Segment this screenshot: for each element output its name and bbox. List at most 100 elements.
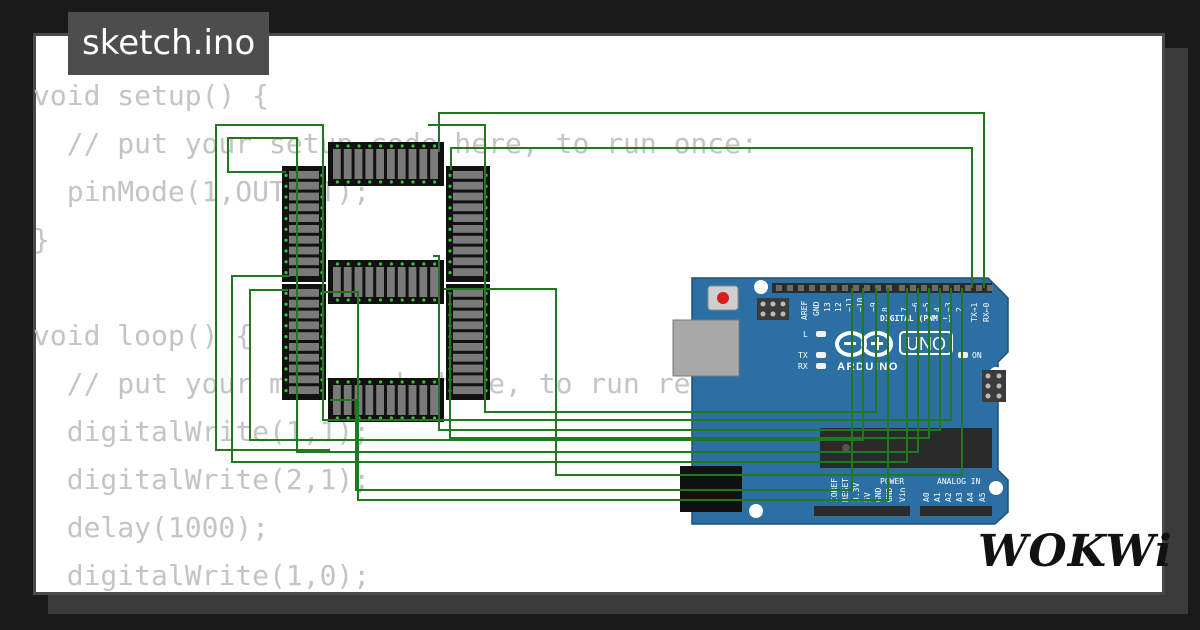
pin-label: 8	[881, 307, 890, 312]
pin-label: A4	[966, 492, 975, 502]
header-pin[interactable]	[987, 285, 993, 291]
header-pin[interactable]	[776, 285, 782, 291]
led-element	[453, 364, 483, 373]
digital-header[interactable]	[772, 283, 992, 293]
led-element	[453, 353, 483, 362]
pin-label: 4	[933, 307, 942, 312]
led-element	[354, 149, 363, 179]
seven-segment-digit	[282, 142, 490, 422]
pin-label: GND	[812, 301, 821, 316]
wire[interactable]	[330, 288, 853, 491]
pin-dot	[284, 291, 288, 295]
pin-dot	[284, 389, 288, 393]
pin-dot	[346, 262, 350, 266]
pin-dot	[400, 144, 404, 148]
arduino-uno-board[interactable]: UNO ARDUINO AREF GND 13 12 ~11 ~10 ~9 8 …	[672, 277, 1009, 525]
chip-notch	[842, 444, 850, 452]
pin-dot	[379, 380, 383, 384]
header-pin[interactable]	[954, 285, 960, 291]
pin-dot	[284, 302, 288, 306]
pin-dot	[335, 298, 339, 302]
pin-label: 13	[823, 302, 832, 312]
led-element	[408, 267, 417, 297]
header-pin[interactable]	[831, 285, 837, 291]
pin-label: ~3	[944, 302, 953, 312]
header-pin[interactable]	[965, 285, 971, 291]
header-pin[interactable]	[932, 285, 938, 291]
pin-label: A2	[944, 492, 953, 502]
wire[interactable]	[215, 124, 952, 451]
header-pin[interactable]	[809, 285, 815, 291]
wire[interactable]	[227, 137, 919, 453]
led-element	[387, 149, 395, 179]
pin-label: AREF	[800, 301, 809, 320]
pin-dot	[411, 298, 415, 302]
led-element	[408, 385, 417, 415]
pin-dot	[422, 180, 426, 184]
led-element	[289, 289, 319, 297]
header-pin[interactable]	[864, 285, 870, 291]
led-element	[365, 149, 374, 179]
pin-dot	[422, 416, 426, 420]
led-element	[289, 257, 319, 266]
pin-dot	[335, 262, 339, 266]
wire[interactable]	[438, 112, 985, 288]
header-pin[interactable]	[976, 285, 982, 291]
pin-dot	[284, 195, 288, 199]
wire[interactable]	[323, 288, 889, 501]
wire[interactable]	[450, 147, 973, 288]
led-element	[453, 203, 483, 212]
wire[interactable]	[231, 275, 908, 463]
tx-led	[816, 352, 826, 358]
led-element	[289, 235, 319, 244]
wire[interactable]	[449, 288, 930, 439]
header-pin[interactable]	[910, 285, 916, 291]
pin-dot	[368, 144, 372, 148]
power-header[interactable]	[814, 506, 910, 516]
code-line: }	[33, 223, 50, 256]
pin-dot	[284, 378, 288, 382]
wire[interactable]	[428, 124, 877, 413]
pin-dot	[389, 262, 393, 266]
pin-dot	[379, 298, 383, 302]
icsp2-header	[982, 370, 1006, 402]
reset-button-cap[interactable]	[717, 292, 729, 304]
sketch-filename-tab[interactable]: sketch.ino	[68, 12, 270, 75]
led-element	[453, 332, 483, 340]
pin-label: RX←0	[982, 303, 991, 322]
header-pin[interactable]	[899, 285, 905, 291]
wire-group	[215, 112, 985, 501]
led-element	[289, 192, 319, 201]
pin-label: TX→1	[970, 303, 979, 322]
pin-dot	[411, 380, 415, 384]
wire[interactable]	[433, 255, 941, 431]
led-element	[453, 235, 483, 244]
led-element	[365, 267, 374, 297]
pin-dot	[389, 298, 393, 302]
led-element	[453, 181, 483, 190]
header-pin[interactable]	[943, 285, 949, 291]
wire[interactable]	[444, 288, 963, 476]
led-element	[453, 214, 483, 222]
header-pin[interactable]	[798, 285, 804, 291]
code-line: void setup() {	[33, 79, 270, 112]
header-pin[interactable]	[842, 285, 848, 291]
header-pin[interactable]	[875, 285, 881, 291]
wire[interactable]	[249, 288, 864, 441]
header-pin[interactable]	[853, 285, 859, 291]
header-pin[interactable]	[921, 285, 927, 291]
pin-dot	[335, 416, 339, 420]
analog-header[interactable]	[920, 506, 992, 516]
led-element	[419, 267, 428, 297]
wokwi-logo[interactable]: WOKWi	[978, 524, 1172, 580]
pin-dot	[357, 144, 361, 148]
led-element	[343, 149, 352, 179]
header-pin[interactable]	[787, 285, 793, 291]
led-element	[289, 375, 319, 384]
pin-label: A0	[922, 492, 931, 502]
pin-dot	[411, 144, 415, 148]
pin-dot	[411, 262, 415, 266]
led-element	[419, 149, 428, 179]
header-pin[interactable]	[820, 285, 826, 291]
